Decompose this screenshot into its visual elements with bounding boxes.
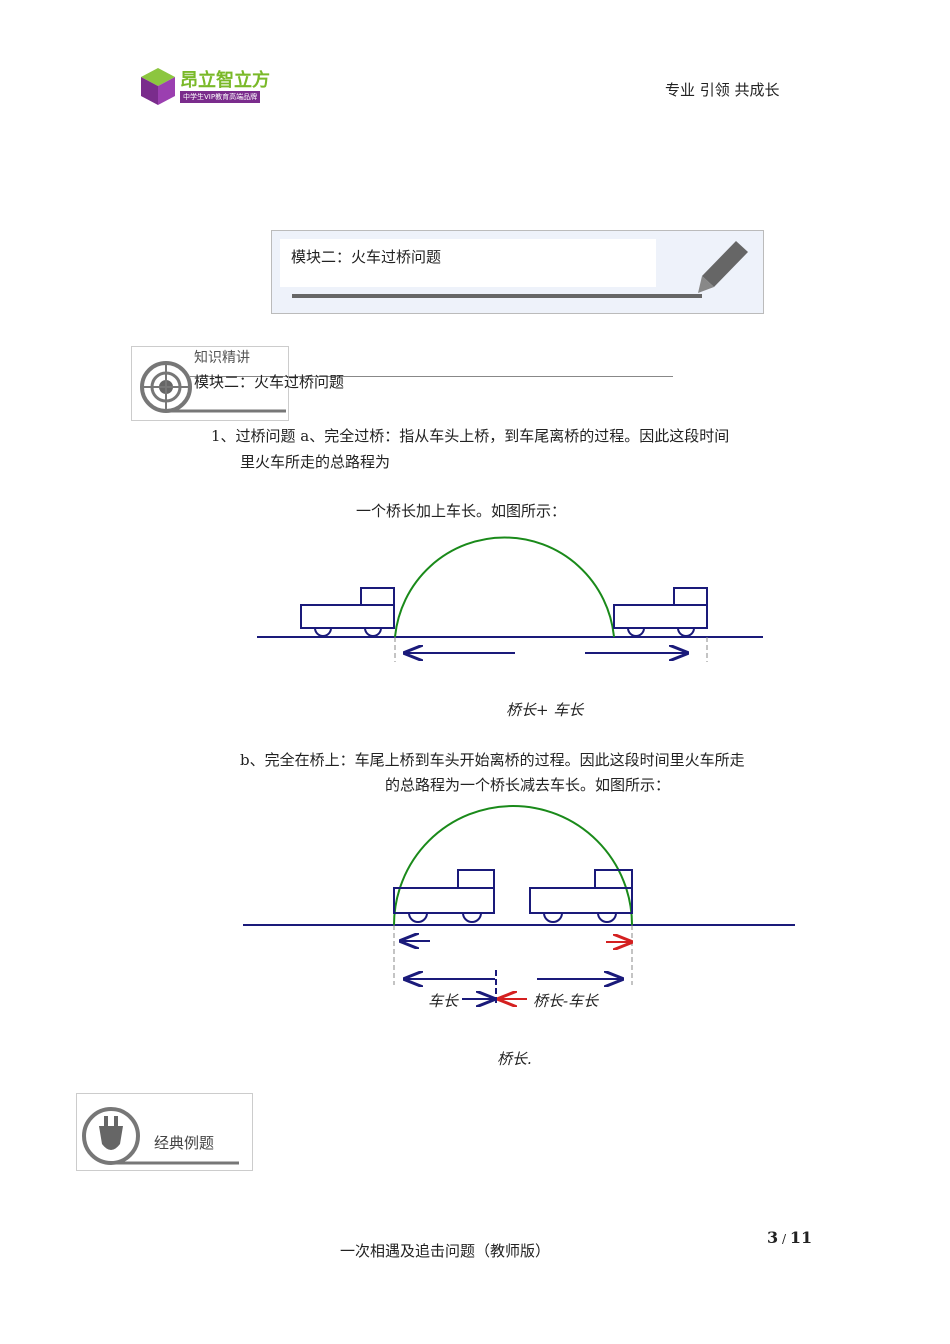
figure-2-label-bridge: 桥长. [497,1050,532,1068]
logo-name: 昂立智立方 [180,70,270,91]
header-slogan: 专业 引领 共成长 [665,81,780,99]
bridge-arc [394,536,615,638]
section-box: 知识精讲 [131,346,289,421]
paragraph-1-line-1: 1、过桥问题 a、完全过桥：指从车头上桥，到车尾离桥的过程。因此这段时间 [211,427,730,445]
cube-logo-icon [141,68,175,105]
examples-title: 经典例题 [154,1134,215,1152]
page-number: 3 / 11 [767,1228,813,1247]
section-title: 模块二：火车过桥问题 [194,373,345,391]
train-right [613,587,708,637]
section-overlapped-label: 知识精讲 [194,350,250,366]
module-banner: 模块二：火车过桥问题 [271,230,764,314]
figure-2-label-difference: 桥长-车长 [533,992,599,1010]
paragraph-2-line-1: b、完全在桥上：车尾上桥到车头开始离桥的过程。因此这段时间里火车所走 [240,751,745,769]
pencil-icon [698,241,748,293]
module-banner-title: 模块二：火车过桥问题 [291,248,442,266]
bridge-arc [393,805,633,926]
paragraph-2-line-2: 的总路程为一个桥长减去车长。如图所示： [385,776,671,794]
page-current: 3 [767,1228,779,1247]
figure-1 [257,536,763,662]
target-icon [140,361,286,413]
figure-1-label: 桥长+ 车长 [506,701,584,719]
logo: 昂立智立方 中学生VIP教育高端品牌 [138,66,270,108]
page-total: 11 [789,1228,813,1247]
trophy-icon [82,1107,239,1165]
train-left [300,587,395,637]
logo-tagline: 中学生VIP教育高端品牌 [180,91,261,103]
train-right [529,869,633,923]
figure-2 [243,805,795,1005]
figure-2-label-car: 车长 [428,992,459,1010]
train-left [393,869,495,923]
examples-box: 经典例题 [76,1093,253,1171]
footer-doc-title: 一次相遇及追击问题（教师版） [340,1242,551,1260]
paragraph-1-line-3: 一个桥长加上车长。如图所示： [356,502,567,520]
paragraph-1-line-2: 里火车所走的总路程为 [240,453,391,471]
